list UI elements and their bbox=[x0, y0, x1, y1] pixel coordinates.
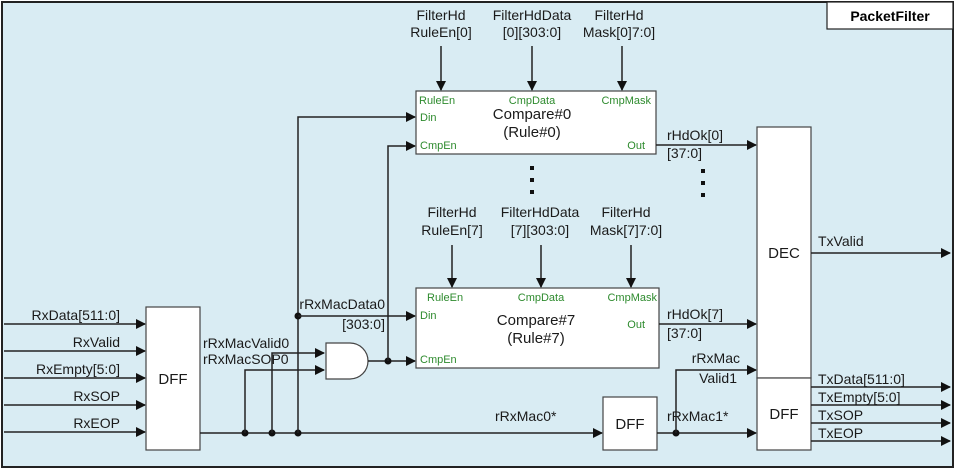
title-tab bbox=[826, 1, 954, 30]
c0-data-label-2: [0][303:0] bbox=[503, 24, 561, 40]
compare7-port-out: Out bbox=[627, 319, 645, 331]
and-gate bbox=[325, 342, 369, 380]
c0-mask-label-1: FilterHd bbox=[594, 7, 643, 23]
compare7-port-cmpmask: CmpMask bbox=[607, 292, 657, 304]
dff-output-label: DFF bbox=[769, 406, 798, 423]
compare0-port-out: Out bbox=[627, 140, 645, 152]
c0-mask-label-2: Mask[0]7:0] bbox=[583, 24, 655, 40]
label-rxmacsop0: rRxMacSOP0 bbox=[203, 351, 289, 367]
wire-rxmacvalid0 bbox=[271, 348, 325, 433]
compare0-port-ruleen: RuleEn bbox=[419, 95, 455, 107]
compare0-port-cmpdata: CmpData bbox=[509, 95, 556, 107]
dff-output-block bbox=[756, 377, 812, 451]
label-rhdok0-width: [37:0] bbox=[667, 145, 702, 161]
c7-mask-label-1: FilterHd bbox=[601, 204, 650, 220]
dff-input-block bbox=[145, 306, 201, 451]
c7-ruleen-label-2: RuleEn[7] bbox=[421, 222, 482, 238]
output-label-txvalid: TxValid bbox=[818, 233, 864, 249]
wire-cmpen-cmp0 bbox=[387, 141, 416, 361]
diagram-title: PacketFilter bbox=[850, 8, 930, 24]
input-wires bbox=[4, 319, 146, 437]
label-rxmac1: rRxMac1* bbox=[667, 408, 729, 424]
c7-mask-label-2: Mask[7]7:0] bbox=[590, 222, 662, 238]
label-rhdok0: rHdOk[0] bbox=[667, 127, 723, 143]
compare7-port-cmpdata: CmpData bbox=[518, 292, 565, 304]
ellipsis-vertical-compare bbox=[530, 166, 534, 194]
output-label-txdata: TxData[511:0] bbox=[818, 371, 905, 387]
label-rxmacdata0: rRxMacData0 bbox=[299, 296, 385, 312]
output-label-txsop: TxSOP bbox=[818, 407, 863, 423]
compare0-block: RuleEn CmpData CmpMask Din CmpEn Out Com… bbox=[415, 90, 657, 155]
ellipsis-vertical-rhdok bbox=[701, 169, 705, 197]
input-label-rxempty: RxEmpty[5:0] bbox=[36, 361, 120, 377]
compare7-subtitle: (Rule#7) bbox=[507, 330, 565, 347]
c0-data-label-1: FilterHdData bbox=[493, 7, 572, 23]
label-rxmacvalid0: rRxMacValid0 bbox=[203, 335, 289, 351]
input-label-rxeop: RxEOP bbox=[73, 415, 120, 431]
dff-mid-block bbox=[602, 396, 658, 451]
output-label-txeop: TxEOP bbox=[818, 425, 863, 441]
c7-ruleen-label-1: FilterHd bbox=[427, 204, 476, 220]
c7-data-label-1: FilterHdData bbox=[501, 204, 580, 220]
compare7-port-cmpen: CmpEn bbox=[420, 354, 457, 366]
compare7-block: RuleEn CmpData CmpMask Din CmpEn Out Com… bbox=[415, 287, 660, 369]
dec-label: DEC bbox=[768, 245, 800, 262]
wire-rxmacdata0-cmp0 bbox=[297, 112, 416, 433]
c0-ruleen-label-1: FilterHd bbox=[416, 7, 465, 23]
wire-rxmacvalid1 bbox=[675, 365, 757, 433]
compare0-port-din: Din bbox=[420, 112, 437, 124]
c0-ruleen-label-2: RuleEn[0] bbox=[410, 24, 471, 40]
compare7-port-ruleen: RuleEn bbox=[427, 292, 463, 304]
compare7-box bbox=[415, 287, 660, 369]
compare0-title: Compare#0 bbox=[493, 106, 571, 123]
label-rxmacdata0-width: [303:0] bbox=[342, 316, 385, 332]
compare0-subtitle: (Rule#0) bbox=[503, 124, 561, 141]
dff-input-label: DFF bbox=[158, 371, 187, 388]
compare0-port-cmpmask: CmpMask bbox=[601, 95, 651, 107]
dff-mid-label: DFF bbox=[615, 416, 644, 433]
dec-block bbox=[756, 126, 812, 379]
c7-data-label-2: [7][303:0] bbox=[511, 222, 569, 238]
compare7-port-din: Din bbox=[420, 310, 437, 322]
input-label-rxdata: RxData[511:0] bbox=[32, 307, 120, 323]
label-rhdok7-width: [37:0] bbox=[667, 325, 702, 341]
compare7-title: Compare#7 bbox=[497, 312, 575, 329]
input-label-rxsop: RxSOP bbox=[73, 388, 120, 404]
label-rxmacvalid1-2: Valid1 bbox=[699, 370, 737, 386]
label-rhdok7: rHdOk[7] bbox=[667, 306, 723, 322]
compare0-box bbox=[415, 90, 657, 155]
output-label-txempty: TxEmpty[5:0] bbox=[818, 389, 900, 405]
compare0-port-cmpen: CmpEn bbox=[420, 140, 457, 152]
label-rxmac0: rRxMac0* bbox=[495, 408, 557, 424]
label-rxmacvalid1-1: rRxMac bbox=[692, 350, 740, 366]
input-label-rxvalid: RxValid bbox=[73, 334, 120, 350]
